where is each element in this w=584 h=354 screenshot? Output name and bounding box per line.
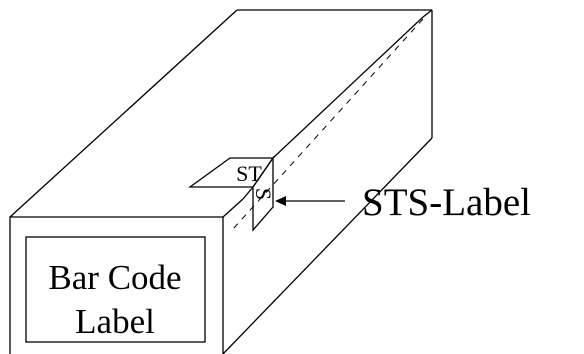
box-side-face: [272, 9, 433, 159]
bar-code-label-line2: Label: [75, 302, 155, 341]
box-front-face: [9, 137, 433, 354]
sts-tag: ST S: [187, 155, 276, 232]
sts-label-callout-text: STS-Label: [362, 181, 531, 224]
sts-tag-side-text: S: [251, 188, 276, 200]
bar-code-label: Bar Code Label: [25, 236, 206, 343]
sts-tag-top-text: ST: [236, 161, 262, 186]
sts-label-callout-arrow: [275, 196, 345, 206]
bar-code-label-line1: Bar Code: [48, 258, 181, 297]
box-top-face: [9, 9, 432, 218]
